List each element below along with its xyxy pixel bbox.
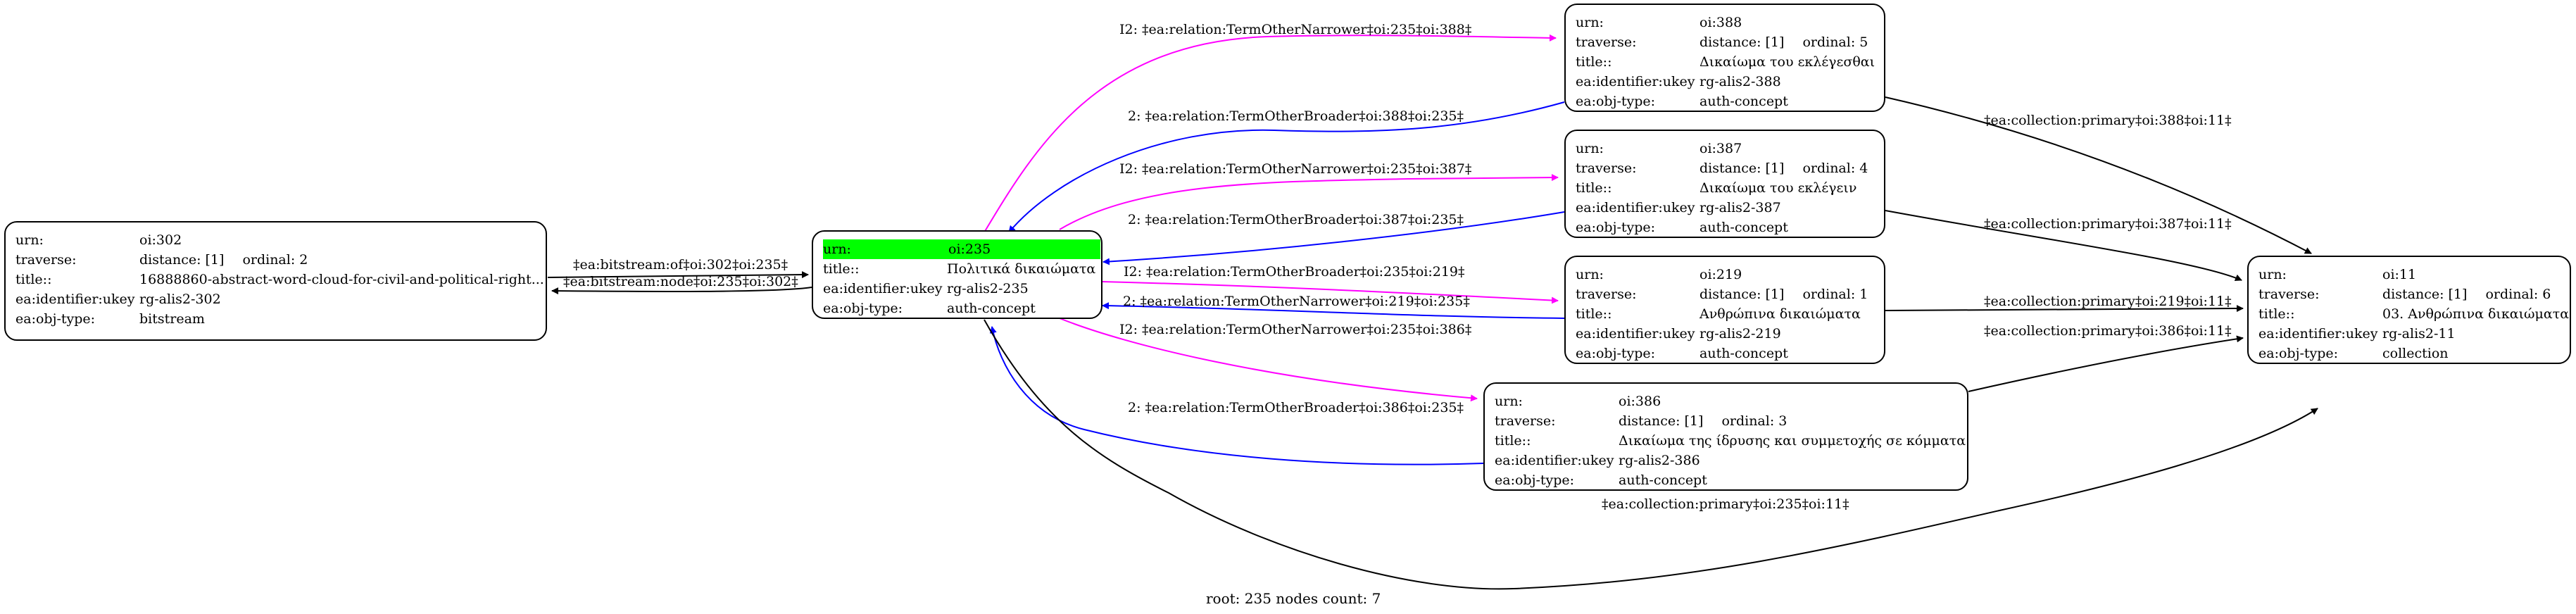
edge-bitstream-of (547, 271, 809, 279)
edge-coll-387 (1885, 210, 2242, 281)
edge-label-broader-219: I2: ‡ea:relation:TermOtherBroader‡oi:235… (1124, 264, 1465, 280)
edge-bitstream-node (551, 287, 812, 295)
edge-broader-388 (1008, 101, 1565, 233)
field-traverse: traverse:distance: [1]ordinal: 4 (1576, 161, 1868, 176)
field-traverse: traverse:distance: [1]ordinal: 5 (1576, 35, 1868, 50)
field-traverse: traverse:distance: [1]ordinal: 1 (1576, 287, 1868, 302)
field-urn: urn:oi:11 (2258, 267, 2417, 282)
edge-label-bitstream-of: ‡ea:bitstream:of‡oi:302‡oi:235‡ (573, 257, 788, 272)
node-oi-235-root[interactable]: urn:oi:235 title::Πολιτικά δικαιώματα ea… (812, 230, 1102, 319)
field-title: title::16888860-abstract-word-cloud-for-… (15, 272, 544, 287)
edge-label-coll-388: ‡ea:collection:primary‡oi:388‡oi:11‡ (1984, 113, 2232, 128)
edge-label-narrower-386: I2: ‡ea:relation:TermOtherNarrower‡oi:23… (1119, 322, 1472, 337)
edge-coll-388 (1885, 96, 2312, 254)
edge-label-narrower-387: I2: ‡ea:relation:TermOtherNarrower‡oi:23… (1119, 161, 1472, 177)
field-traverse: traverse:distance: [1]ordinal: 3 (1495, 413, 1788, 429)
edge-label-coll-386: ‡ea:collection:primary‡oi:386‡oi:11‡ (1984, 323, 2232, 339)
field-urn: urn:oi:386 (1495, 394, 1661, 409)
field-title: title::Δικαίωμα του εκλέγεσθαι (1576, 54, 1876, 70)
field-urn: urn:oi:387 (1576, 141, 1742, 156)
field-title: title::Δικαίωμα της ίδρυσης και συμμετοχ… (1495, 433, 1966, 449)
field-title: title::Πολιτικά δικαιώματα (823, 261, 1096, 277)
edge-label-broader-387: 2: ‡ea:relation:TermOtherBroader‡oi:387‡… (1128, 212, 1464, 227)
edge-broader-387 (1102, 211, 1565, 265)
field-objtype: ea:obj-type:auth-concept (1495, 472, 1707, 488)
field-title: title::03. Ανθρώπινα δικαιώματα (2258, 306, 2570, 322)
field-objtype: ea:obj-type:auth-concept (1576, 346, 1788, 361)
edge-label-narrower-388: I2: ‡ea:relation:TermOtherNarrower‡oi:23… (1119, 22, 1472, 37)
edge-coll-219 (1885, 305, 2244, 313)
node-oi-302[interactable]: urn:oi:302 traverse:distance: [1]ordinal… (4, 221, 547, 341)
edge-broader-386 (989, 326, 1484, 465)
edge-narrower-387 (1059, 174, 1559, 230)
edge-label-broader-388: 2: ‡ea:relation:TermOtherBroader‡oi:388‡… (1128, 108, 1464, 124)
edge-label-coll-387: ‡ea:collection:primary‡oi:387‡oi:11‡ (1984, 216, 2232, 232)
field-urn: urn:oi:302 (15, 232, 182, 248)
field-objtype: ea:obj-type:auth-concept (823, 301, 1036, 316)
edge-narrower-219 (1102, 302, 1565, 319)
edge-label-coll-235: ‡ea:collection:primary‡oi:235‡oi:11‡ (1602, 496, 1849, 512)
edge-coll-386 (1968, 335, 2244, 392)
field-objtype: ea:obj-type:auth-concept (1576, 220, 1788, 235)
edge-label-coll-219: ‡ea:collection:primary‡oi:219‡oi:11‡ (1984, 294, 2232, 309)
edge-broader-219 (1101, 281, 1559, 304)
node-oi-219[interactable]: urn:oi:219 traverse:distance: [1]ordinal… (1564, 256, 1885, 364)
field-traverse: traverse:distance: [1]ordinal: 6 (2258, 287, 2551, 302)
edge-label-bitstream-node: ‡ea:bitstream:node‡oi:235‡oi:302‡ (563, 274, 798, 289)
node-oi-387[interactable]: urn:oi:387 traverse:distance: [1]ordinal… (1564, 130, 1885, 238)
field-objtype: ea:obj-type:collection (2258, 346, 2449, 361)
field-objtype: ea:obj-type:auth-concept (1576, 94, 1788, 109)
field-traverse: traverse:distance: [1]ordinal: 2 (15, 252, 308, 268)
footer-root-count: root: 235 nodes count: 7 (1206, 590, 1381, 607)
edge-label-broader-386: 2: ‡ea:relation:TermOtherBroader‡oi:386‡… (1128, 400, 1464, 415)
node-oi-11[interactable]: urn:oi:11 traverse:distance: [1]ordinal:… (2247, 256, 2571, 364)
edge-coll-235 (984, 319, 2318, 590)
edge-narrower-386 (1059, 318, 1478, 402)
field-urn: urn:oi:219 (1576, 267, 1742, 282)
field-objtype: ea:obj-type:bitstream (15, 311, 205, 327)
field-title: title::Δικαίωμα του εκλέγειν (1576, 180, 1857, 196)
node-oi-386[interactable]: urn:oi:386 traverse:distance: [1]ordinal… (1483, 382, 1968, 491)
node-oi-388[interactable]: urn:oi:388 traverse:distance: [1]ordinal… (1564, 4, 1885, 112)
field-urn-highlighted: urn:oi:235 (823, 239, 1100, 259)
edge-label-narrower-219: 2: ‡ea:relation:TermOtherNarrower‡oi:219… (1123, 294, 1470, 309)
field-title: title::Ανθρώπινα δικαιώματα (1576, 306, 1861, 322)
edge-narrower-388 (984, 34, 1557, 233)
field-urn: urn:oi:388 (1576, 15, 1742, 30)
